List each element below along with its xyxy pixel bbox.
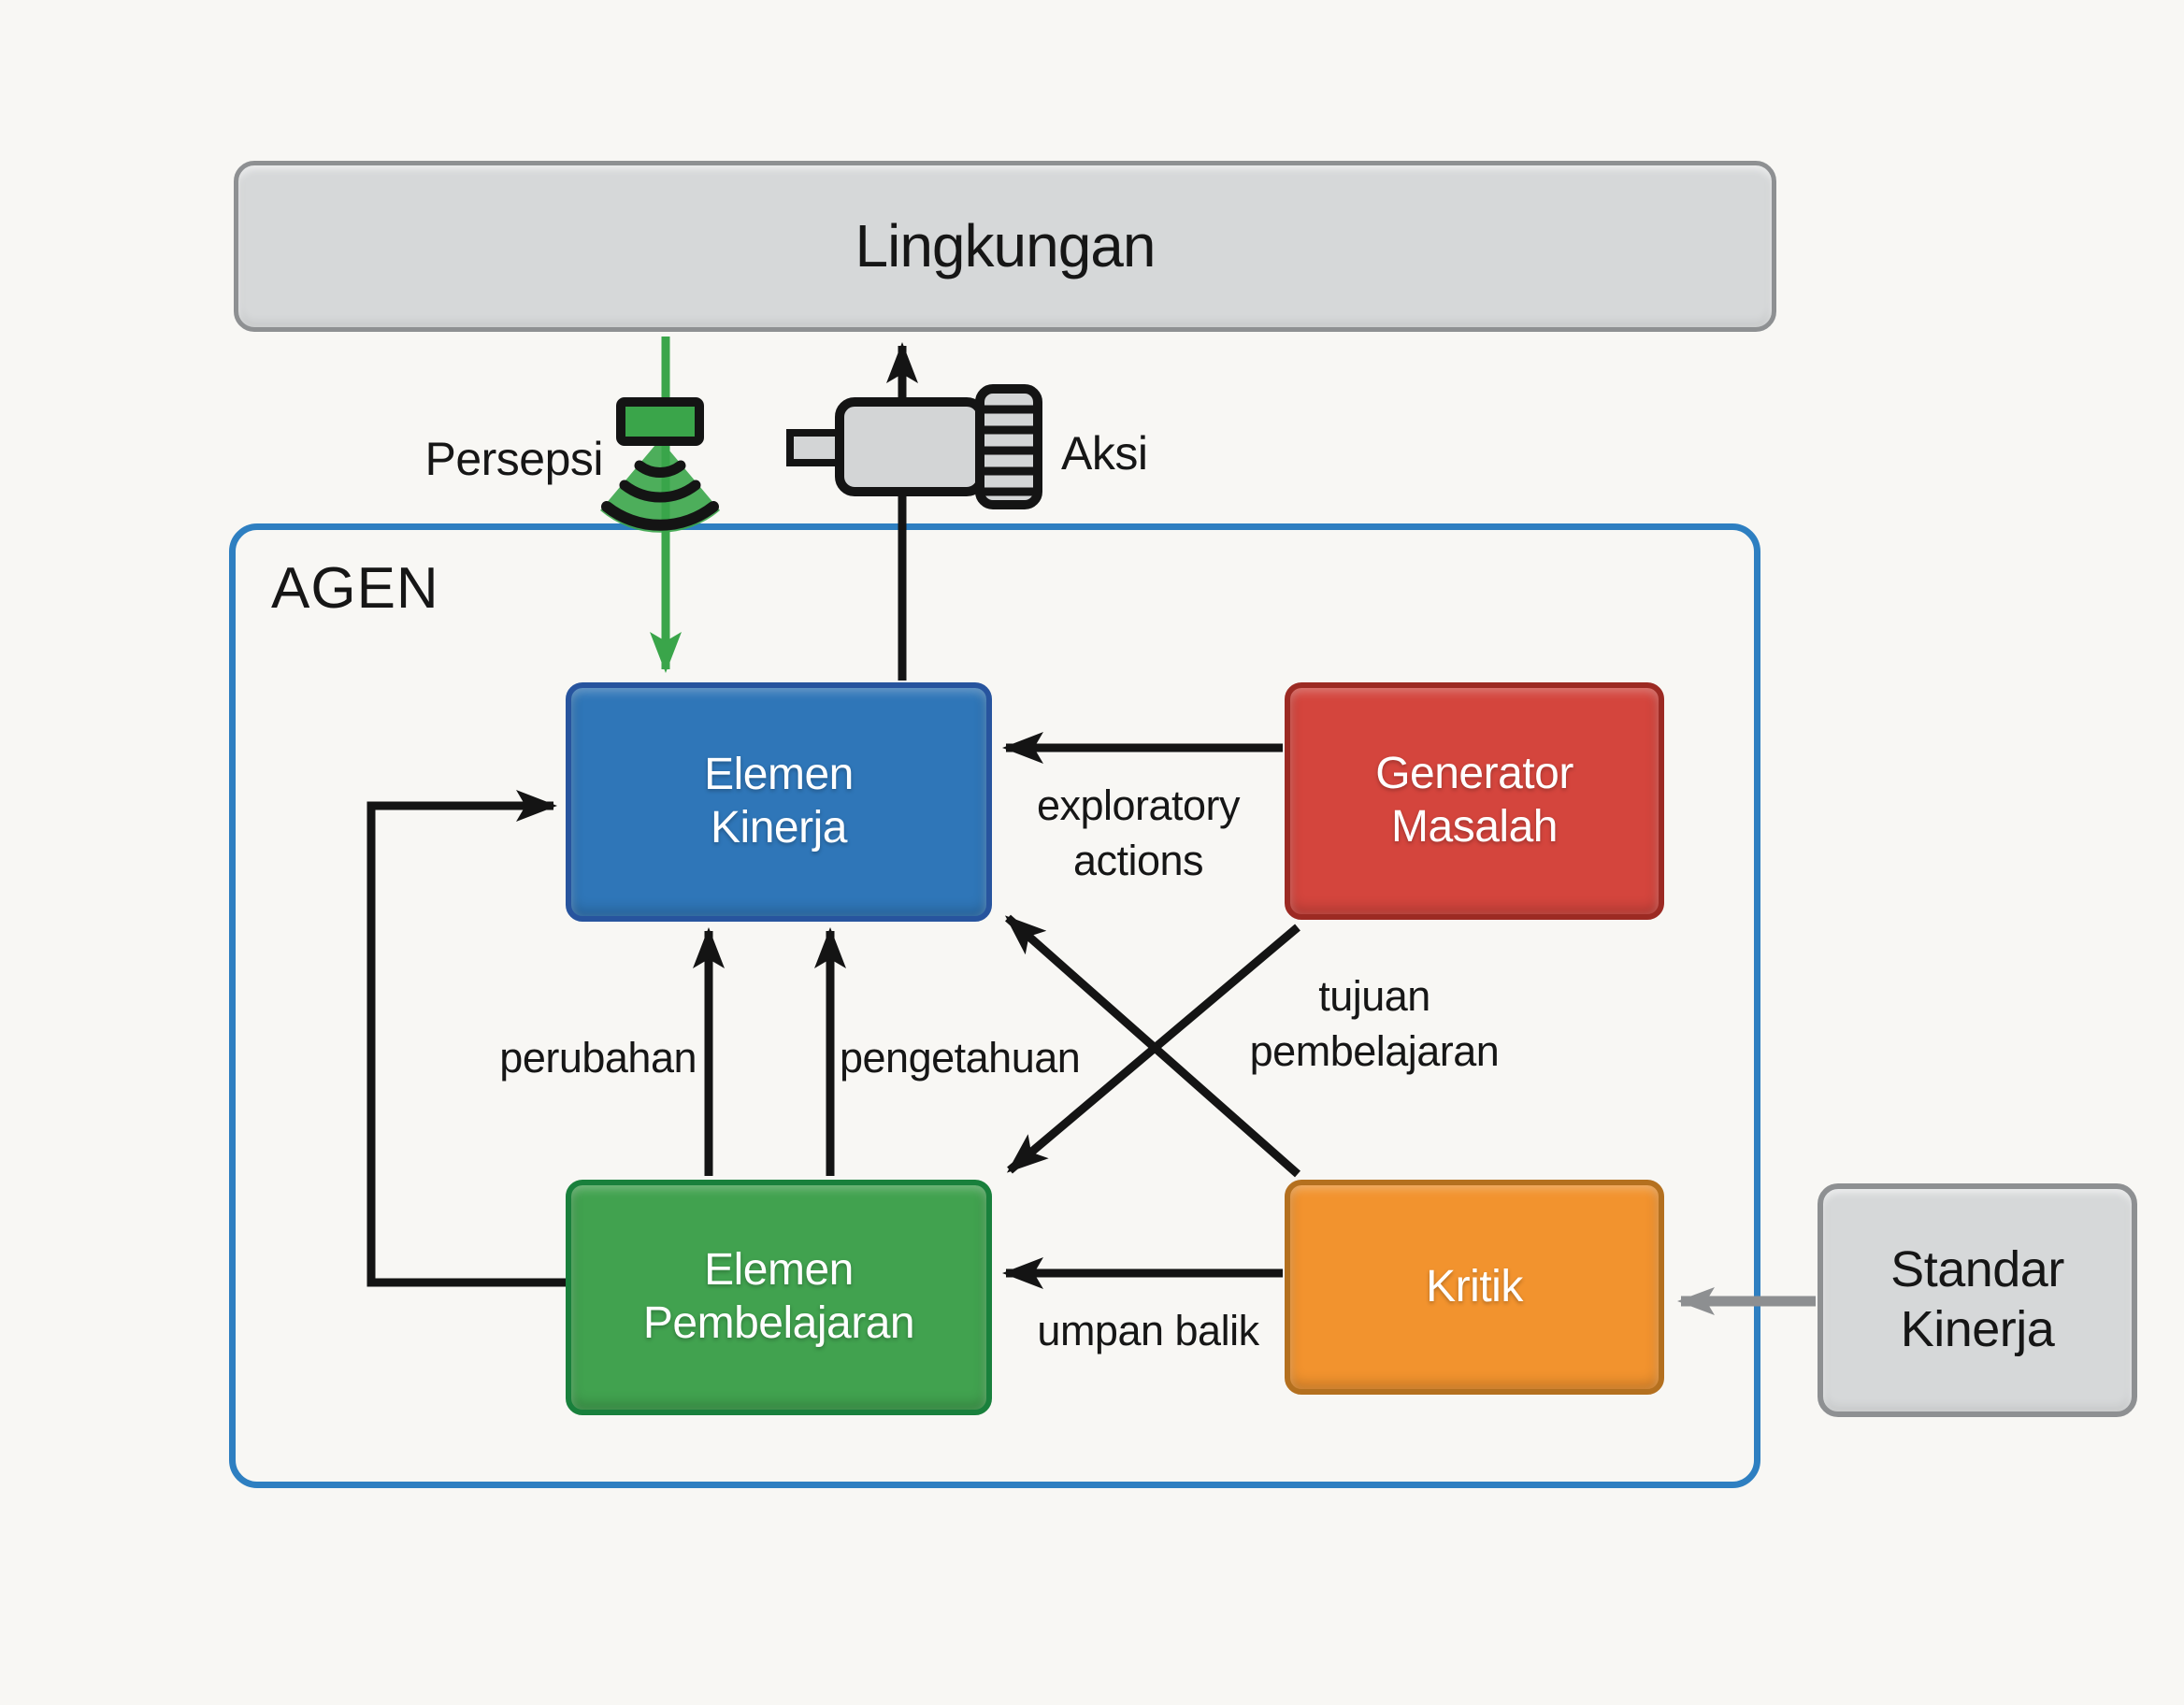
critic-label: Kritik <box>1426 1261 1523 1311</box>
edge-kritik-elemen-kinerja <box>1005 914 1300 1178</box>
performance-element-label-line1: Elemen <box>704 750 854 800</box>
exploratory-actions-label-line1: exploratory <box>1036 781 1241 829</box>
performance-element-box: Elemen Kinerja <box>566 682 992 922</box>
learning-element-label-line2: Pembelajaran <box>642 1298 915 1348</box>
learning-element-label-line1: Elemen <box>704 1245 854 1296</box>
persepsi-label: Persepsi <box>424 433 603 485</box>
sonar-sensor-icon <box>600 397 720 533</box>
tujuan-pembelajaran-label-line2: pembelajaran <box>1249 1027 1500 1076</box>
problem-generator-label-line2: Masalah <box>1391 802 1558 852</box>
exploratory-actions-label-line2: actions <box>1072 837 1204 885</box>
environment-box: Lingkungan <box>234 161 1776 332</box>
performance-standard-box: Standar Kinerja <box>1818 1183 2137 1417</box>
umpan-balik-label: umpan balik <box>1037 1307 1259 1354</box>
performance-standard-label-line2: Kinerja <box>1900 1301 2055 1357</box>
tujuan-pembelajaran-label: tujuan pembelajaran <box>1192 968 1557 1080</box>
environment-label: Lingkungan <box>855 211 1157 279</box>
agent-label: AGEN <box>271 556 439 621</box>
tujuan-pembelajaran-label-line1: tujuan <box>1318 972 1430 1020</box>
exploratory-actions-label: exploratory actions <box>963 778 1314 889</box>
learning-element-box: Elemen Pembelajaran <box>566 1180 992 1415</box>
aksi-label: Aksi <box>1061 427 1148 480</box>
problem-generator-box: Generator Masalah <box>1285 682 1664 920</box>
pengetahuan-label: pengetahuan <box>840 1034 1081 1082</box>
performance-standard-label-line1: Standar <box>1890 1241 2064 1298</box>
performance-element-label-line2: Kinerja <box>711 803 847 852</box>
motor-actuator-icon <box>786 384 1042 509</box>
problem-generator-label-line1: Generator <box>1375 749 1573 799</box>
critic-box: Kritik <box>1285 1180 1664 1395</box>
agent-frame <box>229 523 1760 1488</box>
perubahan-label: perubahan <box>499 1034 697 1082</box>
edge-loop-kiri <box>366 790 566 1287</box>
